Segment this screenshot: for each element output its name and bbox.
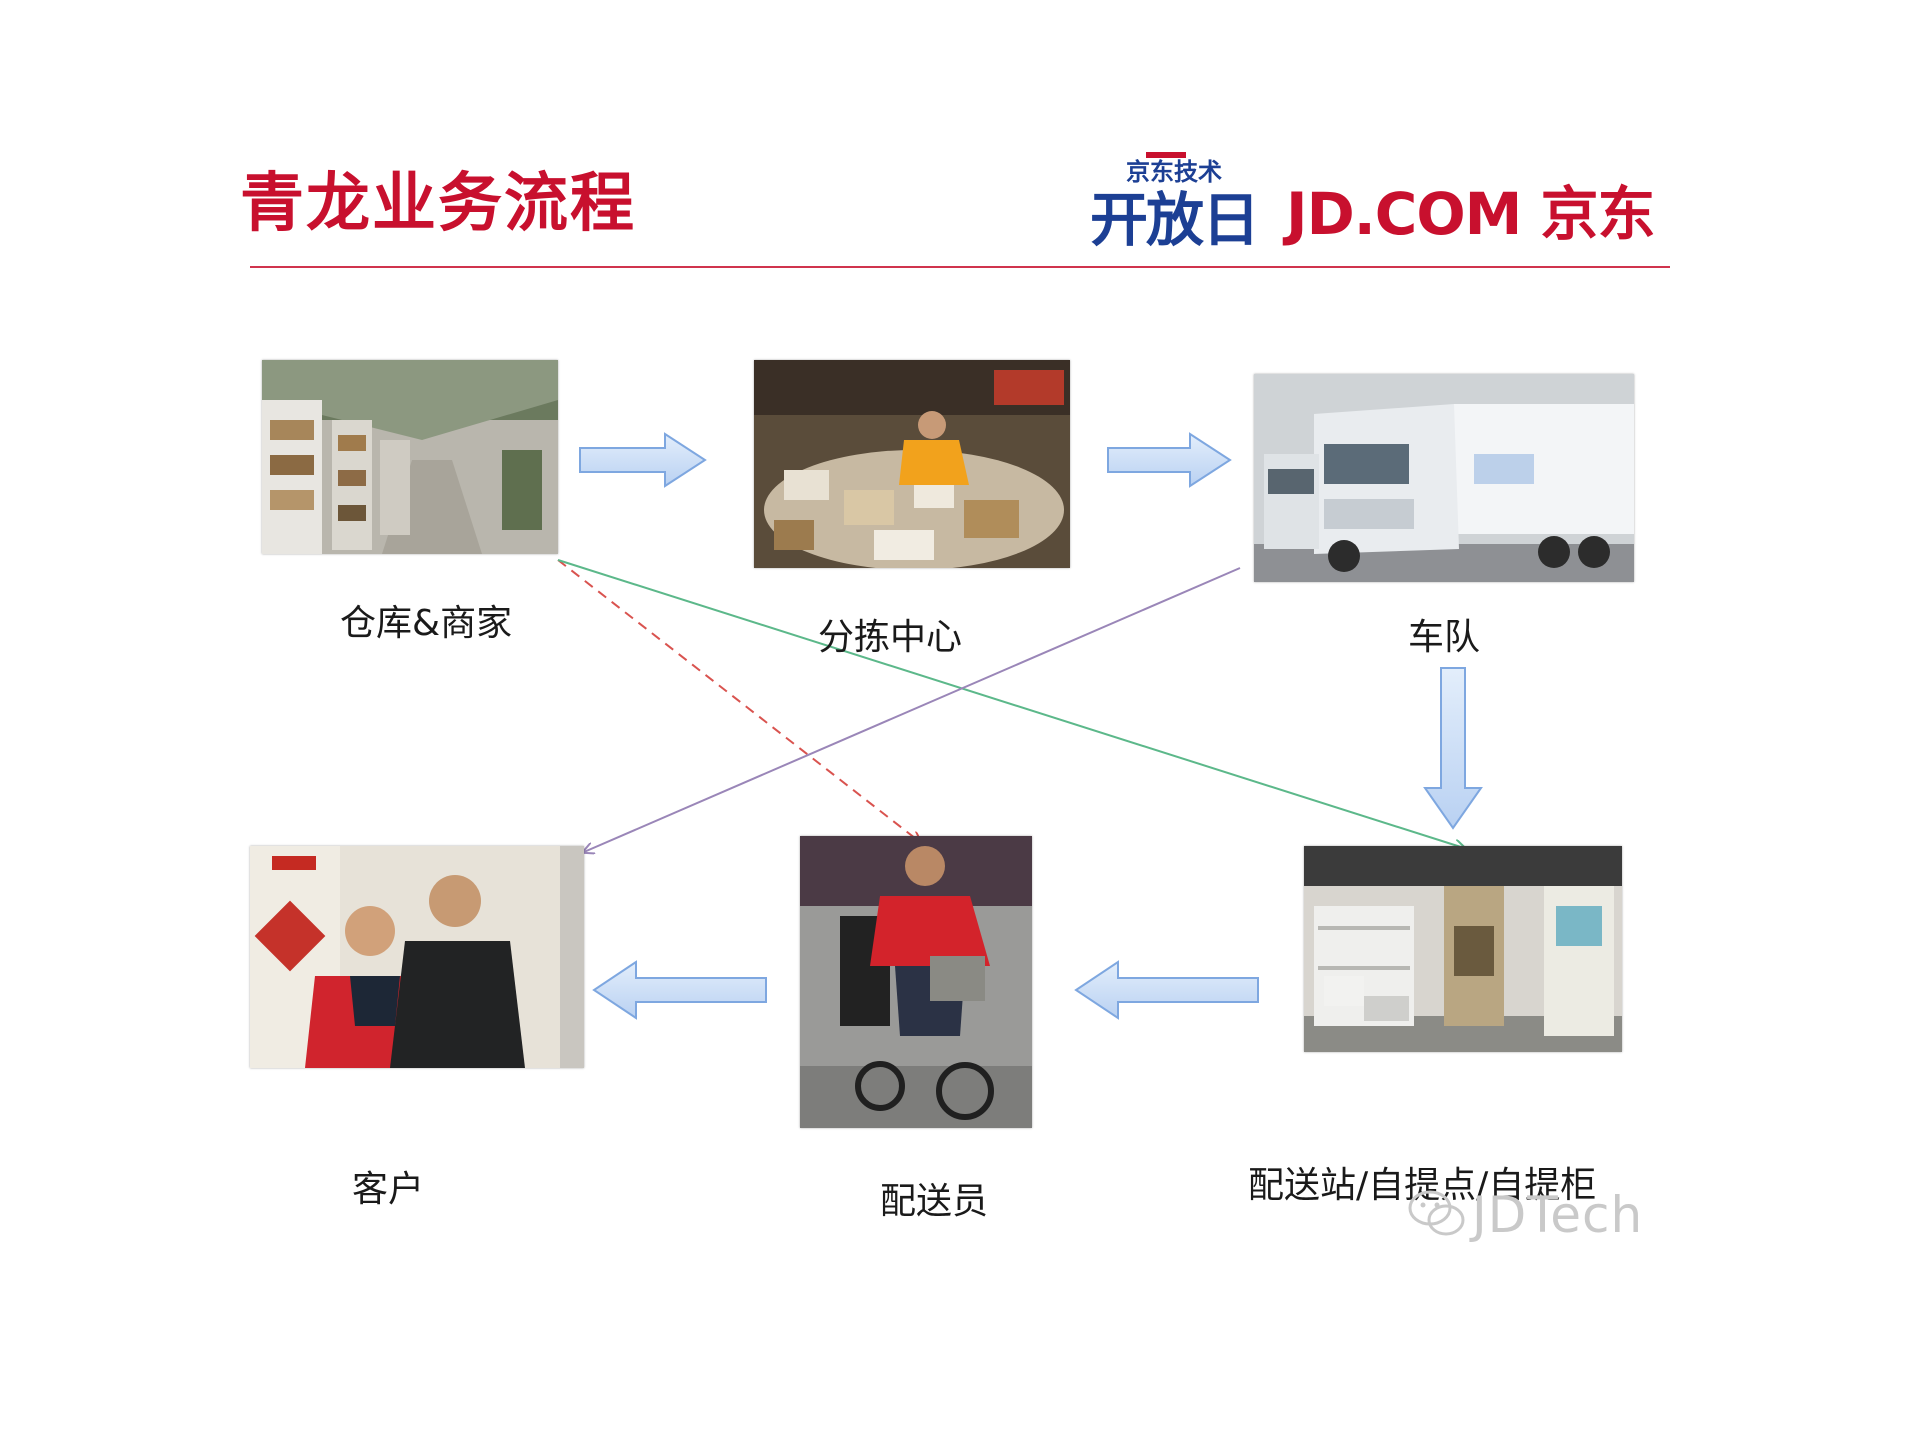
- arrow-station-to-courier: [1074, 960, 1259, 1020]
- connector-warehouse-to-station: [557, 559, 1464, 848]
- connector-warehouse-to-courier: [557, 559, 920, 842]
- label-fleet: 车队: [1408, 617, 1481, 658]
- label-warehouse: 仓库&商家: [340, 603, 513, 644]
- truck-fleet-photo: [1254, 374, 1634, 582]
- arrow-warehouse-to-sorting: [579, 432, 707, 488]
- delivery-station-photo: [1304, 846, 1622, 1052]
- jd-wordmark: JD.COM 京东: [1282, 180, 1655, 248]
- customer-photo: [250, 846, 584, 1068]
- arrow-fleet-to-station: [1423, 667, 1483, 830]
- arrow-sorting-to-fleet: [1107, 432, 1232, 488]
- label-delivery-station: 配送站/自提点/自提柜: [1248, 1165, 1597, 1206]
- title-divider: [250, 266, 1670, 268]
- label-courier: 配送员: [880, 1181, 989, 1222]
- connector-fleet-to-customer: [584, 567, 1241, 852]
- wechat-icon: [1408, 1190, 1465, 1236]
- warehouse-photo: [262, 360, 558, 554]
- label-sorting-center: 分拣中心: [818, 617, 963, 658]
- slide-title: 青龙业务流程: [240, 167, 636, 241]
- label-customer: 客户: [352, 1169, 425, 1210]
- badge-top-text: 京东技术: [1126, 158, 1222, 186]
- courier-photo: [800, 836, 1032, 1128]
- jd-logo: 京东技术 开放日 JD.COM 京东: [1090, 152, 1656, 250]
- arrow-courier-to-customer: [592, 960, 767, 1020]
- sorting-center-photo: [754, 360, 1070, 568]
- jd-open-day-badge: 京东技术 开放日: [1090, 152, 1260, 250]
- badge-main-text: 开放日: [1090, 186, 1258, 250]
- jdtech-watermark: JDTech: [1472, 1186, 1644, 1244]
